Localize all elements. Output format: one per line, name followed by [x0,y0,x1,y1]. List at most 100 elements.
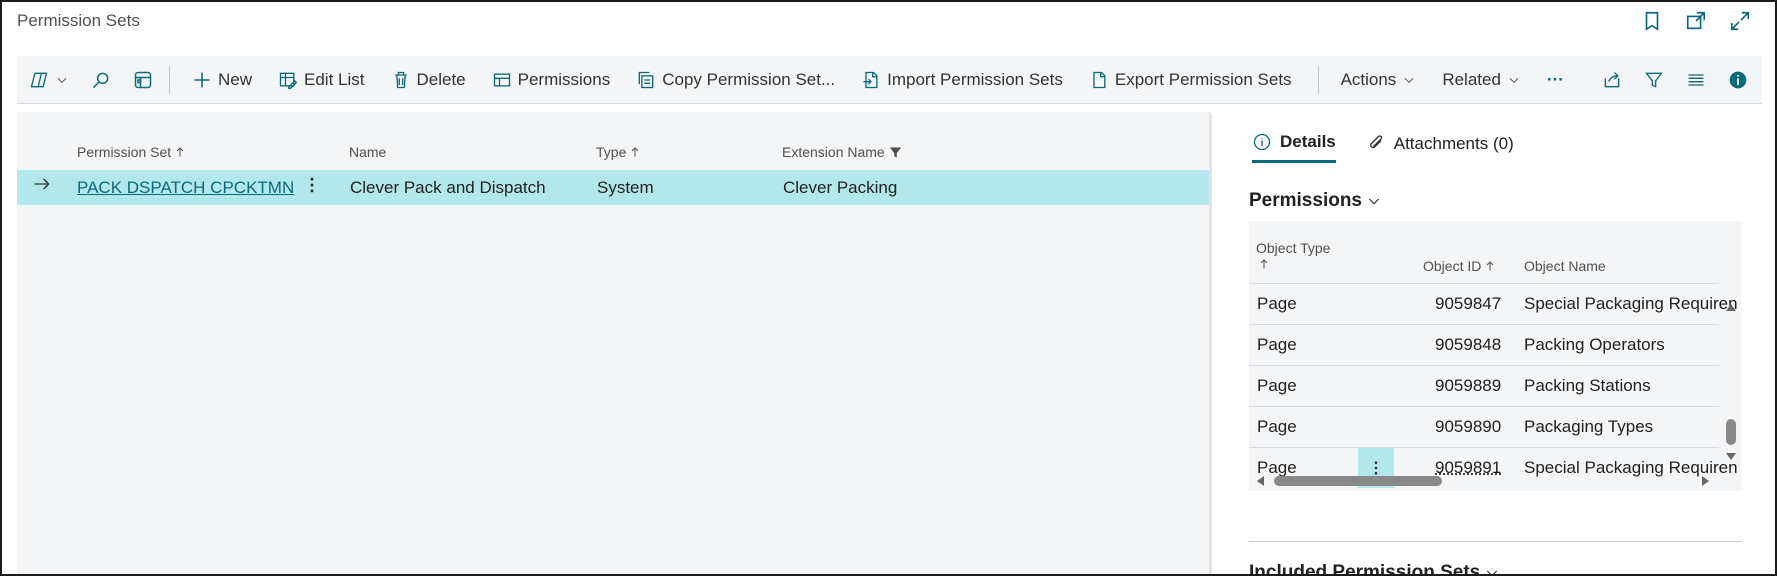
delete-label: Delete [416,69,466,89]
column-header-type[interactable]: Type [596,144,641,160]
edit-list-button[interactable]: Edit List [278,56,365,103]
chevron-down-icon [1404,77,1414,83]
permission-set-link[interactable]: PACK DSPATCH CPCKTMN [77,178,295,197]
object-type: Page [1257,376,1297,395]
open-in-new-window-icon[interactable] [1685,10,1707,32]
object-id: 9059889 [1435,376,1502,395]
expand-icon[interactable] [1729,10,1751,32]
actions-menu[interactable]: Actions [1341,56,1417,103]
permissions-section-header[interactable]: Permissions [1249,190,1382,212]
column-header-object-type[interactable]: Object Type [1256,240,1331,256]
action-bar: New Edit List Delete Permissions Copy Pe… [17,56,1762,104]
share-icon [1604,71,1620,87]
table-row[interactable]: Page 9059890 Packaging Types [1249,406,1719,447]
object-id: 9059847 [1435,294,1502,313]
object-id[interactable]: 9059891 [1435,458,1502,477]
included-permission-sets-header[interactable]: Included Permission Sets [1249,562,1500,576]
title-actions [1641,10,1751,32]
table-row[interactable]: Page 9059889 Packing Stations [1249,365,1719,406]
column-header-extension-name[interactable]: Extension Name [782,144,903,160]
section-title: Included Permission Sets [1249,562,1481,576]
permissions-button[interactable]: Permissions [492,56,611,103]
import-permission-sets-button[interactable]: Import Permission Sets [861,56,1063,103]
bookmark-icon[interactable] [1641,10,1663,32]
section-divider [1249,541,1741,542]
tab-attachments[interactable]: Attachments (0) [1366,132,1514,163]
actions-menu-label: Actions [1340,69,1397,89]
sort-ascending-icon [1487,261,1494,271]
table-row[interactable]: PACK DSPATCH CPCKTMN Clever Pack and Dis… [17,170,1209,205]
permissions-icon [493,73,510,86]
sort-ascending-icon [1258,257,1270,274]
chevron-down-icon [1509,77,1519,83]
chevron-down-icon [57,77,67,83]
current-row-arrow-icon [32,174,52,199]
tab-attachments-label: Attachments (0) [1393,133,1514,153]
analysis-icon [134,71,152,88]
scroll-left-icon [1257,476,1264,486]
row-extension-name: Clever Packing [783,178,898,197]
object-name: Packing Stations [1524,376,1651,395]
related-menu-label: Related [1442,69,1501,89]
edit-list-icon [279,72,298,89]
copy-permission-set-button[interactable]: Copy Permission Set... [636,56,835,103]
action-separator [1317,65,1319,94]
delete-button[interactable]: Delete [391,56,466,103]
share-button[interactable] [1602,56,1622,103]
column-header-label: Type [596,144,627,160]
factbox-pane: Details Attachments (0) Permissions Obje… [1211,114,1766,576]
more-options-button[interactable]: ··· [1546,69,1564,89]
import-permission-sets-label: Import Permission Sets [887,69,1063,89]
scroll-thumb [1726,419,1736,445]
list-view-button[interactable] [1686,56,1706,103]
sort-ascending-icon [632,147,639,157]
column-header-object-id[interactable]: Object ID [1423,258,1496,274]
column-header-label: Permission Set [77,144,172,160]
search-icon [92,72,109,88]
object-name: Special Packaging Requiren [1524,294,1738,313]
export-permission-sets-button[interactable]: Export Permission Sets [1089,56,1292,103]
tab-details[interactable]: Details [1252,132,1336,163]
scroll-down-icon [1726,453,1736,460]
column-header-label: Extension Name [782,144,885,160]
info-icon [1253,133,1271,151]
copilot-menu-button[interactable] [29,56,69,103]
new-button[interactable]: New [192,56,252,103]
object-type: Page [1257,294,1297,313]
related-menu[interactable]: Related [1442,56,1521,103]
object-id: 9059848 [1435,335,1502,354]
horizontal-scrollbar[interactable] [1249,471,1719,491]
factbox-toggle-button[interactable] [1728,56,1748,103]
vertical-scrollbar[interactable] [1721,291,1741,471]
table-row[interactable]: Page 9059848 Packing Operators [1249,324,1719,365]
column-header-permission-set[interactable]: Permission Set [77,144,186,160]
action-separator [169,65,170,94]
row-type: System [597,178,654,197]
column-header-name[interactable]: Name [349,144,386,160]
row-actions-icon[interactable] [302,174,322,201]
page-title: Permission Sets [17,11,140,30]
section-title: Permissions [1249,190,1362,211]
panel-divider[interactable] [1209,112,1211,574]
permissions-label: Permissions [517,69,611,89]
trash-icon [394,71,407,88]
object-type: Page [1257,335,1297,354]
search-button[interactable] [91,56,111,103]
import-icon [863,71,878,88]
column-header-object-name[interactable]: Object Name [1524,258,1606,274]
table-row[interactable]: Page 9059847 Special Packaging Requiren [1249,283,1738,324]
edit-list-label: Edit List [304,69,365,89]
permission-sets-list: Permission Set Name Type Extension Name … [17,112,1209,574]
sort-ascending-icon [176,147,184,157]
copy-permission-set-label: Copy Permission Set... [662,69,836,89]
analysis-mode-button[interactable] [133,56,153,103]
export-icon [1093,71,1106,88]
new-label: New [218,69,253,89]
object-type: Page [1257,458,1297,477]
filter-button[interactable] [1644,56,1664,103]
info-icon [1729,71,1747,88]
column-header-label: Name [349,144,387,160]
plus-icon [194,72,210,87]
object-name: Packaging Types [1524,417,1654,436]
